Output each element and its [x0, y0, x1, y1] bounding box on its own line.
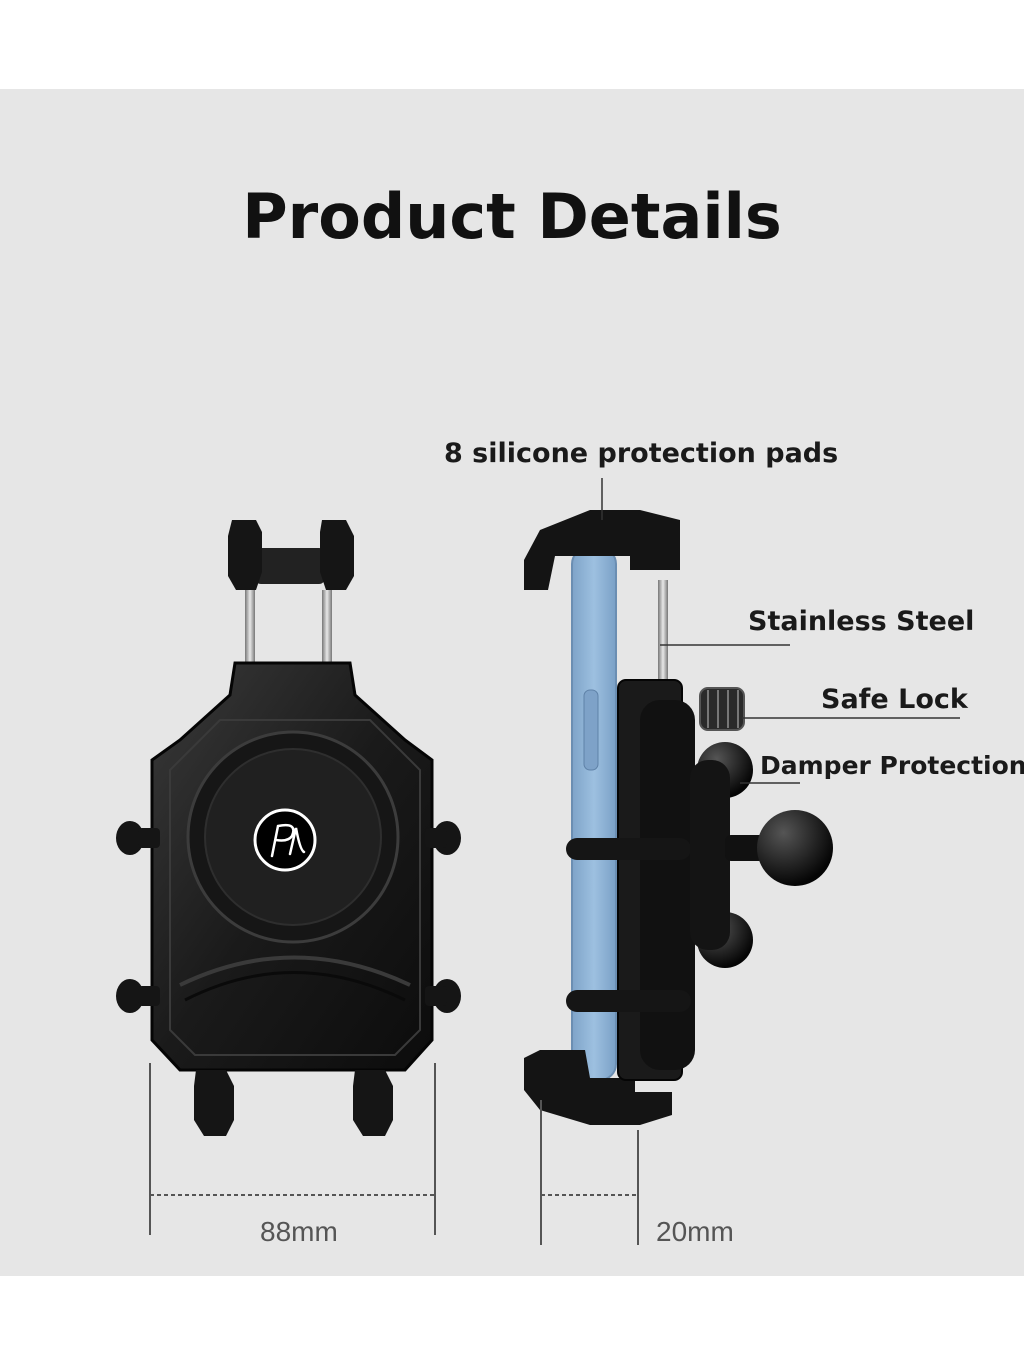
callout-pads: 8 silicone protection pads: [444, 438, 839, 469]
dimension-lines: [149, 1063, 639, 1245]
callout-lock: Safe Lock: [821, 684, 968, 715]
side-view: [524, 510, 833, 1125]
page-title: Product Details: [242, 180, 782, 253]
callout-damper: Damper Protection: [760, 751, 1024, 780]
depth-dimension: 20mm: [656, 1216, 734, 1247]
brand-logo: [253, 808, 317, 872]
callout-lines: [601, 478, 960, 784]
product-panel: [0, 89, 1024, 1276]
callout-steel: Stainless Steel: [748, 606, 975, 637]
width-dimension: 88mm: [260, 1216, 338, 1247]
front-view: [116, 520, 461, 1136]
